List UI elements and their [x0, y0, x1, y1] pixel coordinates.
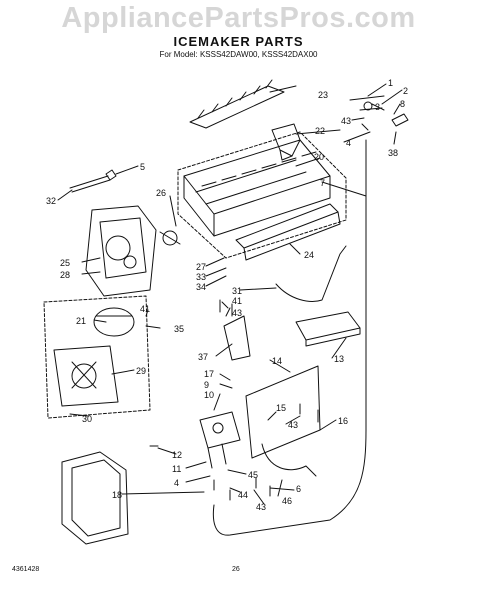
control-box-outline	[43, 295, 151, 419]
callout-9: 9	[204, 380, 209, 390]
callout-15: 15	[276, 403, 286, 413]
callout-43d: 43	[256, 502, 266, 512]
callout-1: 1	[388, 78, 393, 88]
part-bracket-37	[223, 315, 251, 361]
part-fill-tube-assembly	[349, 95, 409, 131]
callout-7: 7	[320, 178, 325, 188]
callout-44: 44	[238, 490, 248, 500]
callout-38: 38	[388, 148, 398, 158]
part-cover	[61, 451, 129, 545]
callout-16: 16	[338, 416, 348, 426]
part-water-tube	[212, 139, 367, 536]
page-number: 26	[232, 566, 240, 573]
part-motor	[93, 307, 135, 337]
callout-14: 14	[272, 356, 282, 366]
callout-27: 27	[196, 262, 206, 272]
part-heater-rail	[235, 203, 341, 261]
callout-43: 43	[341, 116, 351, 126]
callout-labels: 1 2 3 8 43 22 23 4 38 20 7 5 26 32 24 25…	[46, 78, 408, 512]
part-ejector-blade	[189, 79, 285, 129]
callout-31: 31	[232, 286, 242, 296]
part-rod-32	[69, 175, 111, 193]
callout-3: 3	[375, 102, 380, 112]
part-mold-body	[183, 139, 331, 237]
part-water-valve	[199, 411, 241, 469]
callout-12: 12	[172, 450, 182, 460]
callout-24: 24	[304, 250, 314, 260]
callout-41: 41	[232, 296, 242, 306]
callout-17: 17	[204, 369, 214, 379]
callout-41b: 41	[140, 304, 150, 314]
part-motor-coupling	[159, 230, 181, 246]
callout-46: 46	[282, 496, 292, 506]
part-wire-harness	[261, 443, 317, 477]
callout-34: 34	[196, 282, 206, 292]
callout-30: 30	[82, 414, 92, 424]
callout-21: 21	[76, 316, 86, 326]
callout-28: 28	[60, 270, 70, 280]
callout-43c: 43	[288, 420, 298, 430]
callout-43b: 43	[232, 308, 242, 318]
callout-18: 18	[112, 490, 122, 500]
callout-10: 10	[204, 390, 214, 400]
part-fill-cup	[271, 123, 301, 161]
model-subtitle: For Model: KSSS42DAW00, KSSS42DAX00	[159, 50, 318, 59]
callout-45: 45	[248, 470, 258, 480]
doc-number: 4361428	[12, 566, 40, 573]
callout-33: 33	[196, 272, 206, 282]
mold-frame-outline	[177, 131, 347, 259]
callout-23: 23	[318, 90, 328, 100]
callout-37: 37	[198, 352, 208, 362]
callout-4b: 4	[174, 478, 179, 488]
callout-29: 29	[136, 366, 146, 376]
callout-8: 8	[400, 99, 405, 109]
callout-26: 26	[156, 188, 166, 198]
part-thermostat	[295, 311, 361, 347]
part-screws	[149, 299, 319, 501]
leader-lines	[57, 83, 403, 505]
callout-2: 2	[403, 86, 408, 96]
callout-25: 25	[60, 258, 70, 268]
site-watermark: AppliancePartsPros.com	[61, 2, 416, 34]
callout-22: 22	[315, 126, 325, 136]
callout-6: 6	[296, 484, 301, 494]
part-control-plate	[53, 345, 119, 407]
callout-5: 5	[140, 162, 145, 172]
callout-35: 35	[174, 324, 184, 334]
callout-20: 20	[314, 152, 324, 162]
callout-13: 13	[334, 354, 344, 364]
callout-32: 32	[46, 196, 56, 206]
callout-11: 11	[172, 464, 181, 474]
part-shutoff-arm	[275, 245, 347, 302]
part-clip-5	[105, 169, 117, 181]
diagram-title: ICEMAKER PARTS	[173, 34, 304, 49]
part-control-housing	[85, 205, 157, 297]
callout-4: 4	[346, 138, 351, 148]
